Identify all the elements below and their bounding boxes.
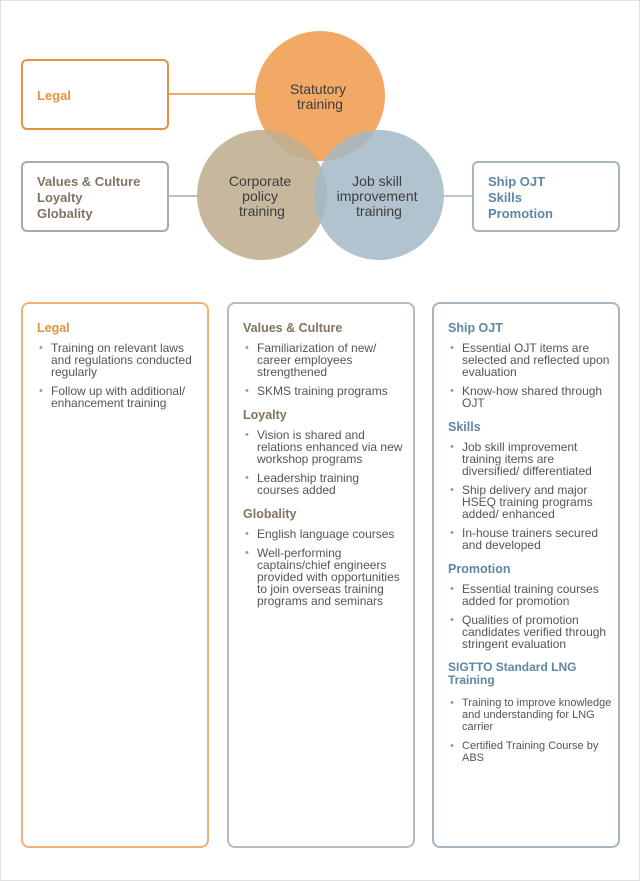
corporate-column: Values & Culture Familiarization of new/… [227,302,415,848]
list-item: Follow up with additional/ enhancement t… [37,385,197,409]
section-title: Loyalty [243,408,287,422]
item-list: Vision is shared and relations enhanced … [243,429,403,496]
section-title: Skills [448,420,481,434]
section-title: Legal [37,321,70,335]
list-item: SKMS training programs [243,385,403,397]
item-list: English language courses Well-performing… [243,528,403,607]
statutory-circle [255,31,385,161]
section-title: Globality [243,507,297,521]
list-item: Training to improve knowledge and unders… [448,697,612,733]
corporate-circle [197,130,327,260]
list-item: English language courses [243,528,403,540]
list-item: Qualities of promotion candidates verifi… [448,614,612,650]
list-item: Training on relevant laws and regulation… [37,342,197,378]
section-title: Promotion [448,562,511,576]
list-item: Leadership training courses added [243,472,403,496]
list-item: Certified Training Course by ABS [448,740,612,764]
job-tag: Ship OJT Skills Promotion [472,161,620,232]
section-title: SIGTTO Standard LNG Training [448,660,577,687]
list-item: Well-performing captains/chief engineers… [243,547,403,607]
legal-tag: Legal [21,59,169,130]
item-list: Essential OJT items are selected and ref… [448,342,612,409]
statutory-label: Statutory training [290,81,350,112]
item-list: Training on relevant laws and regulation… [37,342,197,409]
job-skill-label: Job skill improvement training [337,173,422,219]
item-list: Training to improve knowledge and unders… [448,697,612,764]
corporate-tag-line: Loyalty [37,190,83,205]
corporate-tag: Values & Culture Loyalty Globality [21,161,169,232]
venn-diagram: Statutory training Corporate policy trai… [168,31,472,260]
item-list: Essential training courses added for pro… [448,583,612,650]
list-item: In-house trainers secured and developed [448,527,612,551]
section-title: Ship OJT [448,321,503,335]
corporate-tag-line: Globality [37,206,93,221]
job-skill-circle [314,130,444,260]
job-column: Ship OJT Essential OJT items are selecte… [432,302,620,848]
section-title: Values & Culture [243,321,343,335]
list-item: Essential training courses added for pro… [448,583,612,607]
corporate-tag-line: Values & Culture [37,174,141,189]
item-list: Familiarization of new/ career employees… [243,342,403,397]
job-tag-line: Skills [488,190,522,205]
list-item: Vision is shared and relations enhanced … [243,429,403,465]
list-item: Job skill improvement training items are… [448,441,612,477]
legal-tag-line: Legal [37,88,71,103]
list-item: Essential OJT items are selected and ref… [448,342,612,378]
list-item: Know-how shared through OJT [448,385,612,409]
item-list: Job skill improvement training items are… [448,441,612,551]
list-item: Familiarization of new/ career employees… [243,342,403,378]
job-tag-line: Promotion [488,206,553,221]
corporate-label: Corporate policy training [229,173,295,219]
legal-column: Legal Training on relevant laws and regu… [21,302,209,848]
list-item: Ship delivery and major HSEQ training pr… [448,484,612,520]
job-tag-line: Ship OJT [488,174,546,189]
